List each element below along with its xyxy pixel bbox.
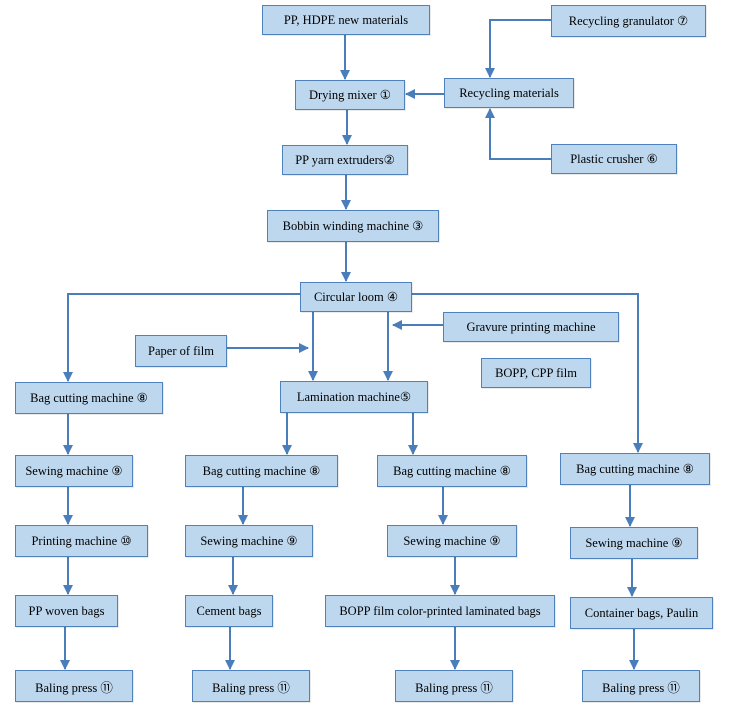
node-baling-1: Baling press ⑪	[15, 670, 133, 702]
node-baling-3: Baling press ⑪	[395, 670, 513, 702]
node-plastic-crusher: Plastic crusher ⑥	[551, 144, 677, 174]
node-paper-of-film: Paper of film	[135, 335, 227, 367]
node-pp-woven-bags: PP woven bags	[15, 595, 118, 627]
node-baling-2: Baling press ⑪	[192, 670, 310, 702]
node-circular-loom: Circular loom ④	[300, 282, 412, 312]
node-lamination-machine: Lamination machine⑤	[280, 381, 428, 413]
node-baling-4: Baling press ⑪	[582, 670, 700, 702]
arrow-loom-to-right-branch	[412, 293, 643, 453]
node-new-materials: PP, HDPE new materials	[262, 5, 430, 35]
node-bopp-bags: BOPP film color-printed laminated bags	[325, 595, 555, 627]
node-bag-cutting-2: Bag cutting machine ⑧	[185, 455, 338, 487]
node-bobbin-winding: Bobbin winding machine ③	[267, 210, 439, 242]
node-recycling-materials: Recycling materials	[444, 78, 574, 108]
node-container-bags: Container bags, Paulin	[570, 597, 713, 629]
node-sewing-4: Sewing machine ⑨	[570, 527, 698, 559]
node-gravure-printing: Gravure printing machine	[443, 312, 619, 342]
node-bag-cutting-1: Bag cutting machine ⑧	[15, 382, 163, 414]
arrow-loom-to-left-branch	[63, 293, 300, 382]
node-bopp-cpp-film: BOPP, CPP film	[481, 358, 591, 388]
node-printing-machine: Printing machine ⑩	[15, 525, 148, 557]
node-sewing-3: Sewing machine ⑨	[387, 525, 517, 557]
node-cement-bags: Cement bags	[185, 595, 273, 627]
node-bag-cutting-4: Bag cutting machine ⑧	[560, 453, 710, 485]
node-sewing-2: Sewing machine ⑨	[185, 525, 313, 557]
node-drying-mixer: Drying mixer ①	[295, 80, 405, 110]
node-sewing-1: Sewing machine ⑨	[15, 455, 133, 487]
arrow-granulator-to-recycling	[485, 19, 551, 78]
node-bag-cutting-3: Bag cutting machine ⑧	[377, 455, 527, 487]
arrow-crusher-to-recycling	[485, 108, 551, 160]
node-yarn-extruders: PP yarn extruders②	[282, 145, 408, 175]
node-recycling-granulator: Recycling granulator ⑦	[551, 5, 706, 37]
